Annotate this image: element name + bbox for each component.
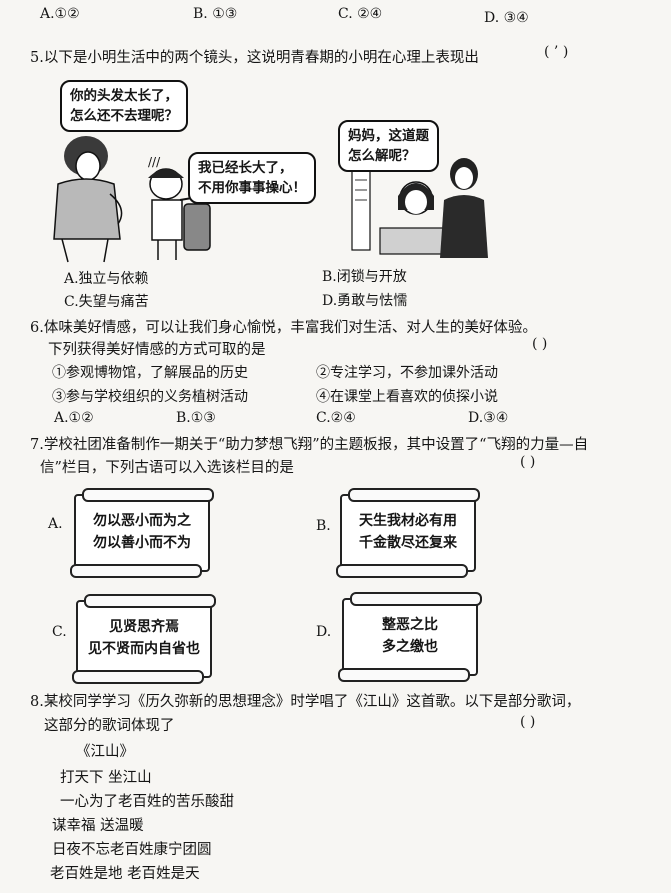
q8-lyric-4: 日夜不忘老百姓康宁团圆 — [52, 842, 212, 858]
q7-stem-line-2: 信”栏目，下列古语可以入选该栏目的是 — [40, 460, 294, 476]
q5-mom-speech-bubble: 你的头发太长了， 怎么还不去理呢？ — [60, 80, 188, 132]
q5-scene-girl-mom — [340, 140, 500, 260]
q5-stem: 5.以下是小明生活中的两个镜头，这说明青春期的小明在心理上表现出 — [30, 50, 479, 66]
mom-son-illustration: /// — [53, 136, 217, 263]
q5-option-a: A.独立与依赖 — [64, 271, 149, 287]
q6-item-2: ②专注学习，不参加课外活动 — [316, 365, 498, 381]
q5-option-c: C.失望与痛苦 — [64, 294, 149, 310]
q5-boy-line-1: 我已经长大了， — [198, 160, 293, 176]
q7-scroll-c: 见贤思齐焉 见不贤而内自省也 — [72, 594, 216, 684]
q8-lyric-5: 老百姓是地 老百姓是天 — [50, 866, 200, 882]
q5-option-b: B.闭锁与开放 — [322, 269, 407, 285]
q5-answer-blank: ( ’ ) — [544, 44, 569, 60]
q6-item-3: ③参与学校组织的义务植树活动 — [52, 389, 248, 405]
girl-mom-illustration — [351, 158, 488, 258]
q6-option-c: C.②④ — [316, 410, 356, 426]
q5-boy-speech-bubble: 我已经长大了， 不用你事事操心！ — [188, 152, 316, 204]
q8-song-title: 《江山》 — [76, 744, 134, 760]
q8-answer-blank: ( ) — [520, 714, 536, 730]
q6-answer-blank: ( ) — [532, 336, 548, 352]
q5-boy-line-2: 不用你事事操心！ — [198, 180, 306, 196]
prev-option-c: C. ②④ — [338, 6, 383, 22]
q5-girl-line-2: 怎么解呢？ — [348, 148, 416, 164]
q8-lyric-2: 一心为了老百姓的苦乐酸甜 — [60, 794, 234, 810]
q7-scroll-d-line-1: 整恶之比 — [382, 617, 438, 633]
q7-scroll-d-line-2: 多之缴也 — [382, 639, 438, 655]
q7-scroll-b-label: B. — [316, 518, 331, 534]
q7-scroll-b: 天生我材必有用 千金散尽还复来 — [336, 488, 480, 578]
q7-scroll-b-line-1: 天生我材必有用 — [359, 513, 457, 529]
q5-girl-line-1: 妈妈，这道题 — [348, 128, 429, 144]
q7-scroll-a-line-1: 勿以恶小而为之 — [93, 513, 191, 529]
q6-stem-line-2: 下列获得美好情感的方式可取的是 — [48, 342, 266, 358]
q6-option-b: B.①③ — [176, 410, 216, 426]
q8-lyric-3: 谋幸福 送温暖 — [52, 818, 144, 834]
q7-scroll-c-label: C. — [52, 624, 67, 640]
q5-mom-line-2: 怎么还不去理呢？ — [70, 108, 178, 124]
q5-scene-mom-son: /// — [48, 74, 248, 264]
q7-answer-blank: ( ) — [520, 454, 536, 470]
q7-scroll-c-line-2: 见不贤而内自省也 — [88, 641, 200, 657]
prev-option-a: A.①② — [40, 6, 80, 22]
q6-stem-line-1: 6.体味美好情感，可以让我们身心愉悦，丰富我们对生活、对人生的美好体验。 — [30, 320, 537, 336]
prev-option-d: D. ③④ — [484, 10, 529, 26]
q8-stem-line-2: 这部分的歌词体现了 — [44, 718, 175, 734]
q7-scroll-a-label: A. — [48, 516, 63, 532]
q7-scroll-a-line-2: 勿以善小而不为 — [93, 535, 191, 551]
q7-scroll-a: 勿以恶小而为之 勿以善小而不为 — [70, 488, 214, 578]
q6-item-1: ①参观博物馆，了解展品的历史 — [52, 365, 248, 381]
q7-scroll-d-label: D. — [316, 624, 332, 640]
q7-stem-line-1: 7.学校社团准备制作一期关于“助力梦想飞翔”的主题板报，其中设置了“飞翔的力量—… — [30, 437, 589, 453]
q5-girl-speech-bubble: 妈妈，这道题 怎么解呢？ — [338, 120, 439, 172]
q6-item-4: ④在课堂上看喜欢的侦探小说 — [316, 389, 498, 405]
q8-lyric-1: 打天下 坐江山 — [60, 770, 152, 786]
q7-scroll-c-line-1: 见贤思齐焉 — [109, 619, 179, 635]
q7-scroll-d: 整恶之比 多之缴也 — [338, 592, 482, 682]
prev-option-b: B. ①③ — [193, 6, 238, 22]
q6-option-a: A.①② — [54, 410, 94, 426]
q6-option-d: D.③④ — [468, 410, 509, 426]
svg-text:///: /// — [148, 155, 161, 169]
q5-mom-line-1: 你的头发太长了， — [70, 88, 178, 104]
q8-stem-line-1: 8.某校同学学习《历久弥新的思想理念》时学唱了《江山》这首歌。以下是部分歌词， — [30, 694, 581, 710]
q7-scroll-b-line-2: 千金散尽还复来 — [359, 535, 457, 551]
q5-option-d: D.勇敢与怯懦 — [322, 293, 408, 309]
